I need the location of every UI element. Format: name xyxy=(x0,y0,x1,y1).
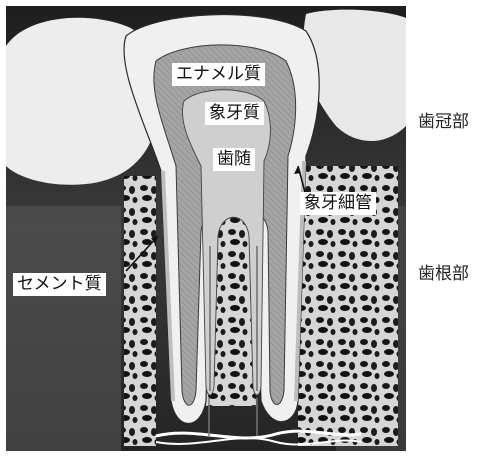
gum-left xyxy=(6,206,121,451)
root-region-label: 歯根部 xyxy=(418,264,469,284)
dentin-label: 象牙質 xyxy=(205,102,264,125)
cementum-label: セメント質 xyxy=(13,273,106,296)
enamel-label: エナメル質 xyxy=(172,63,265,86)
crown-region-label: 歯冠部 xyxy=(418,112,469,132)
dentinal-tubules-label: 象牙細管 xyxy=(300,192,376,215)
alveolar-bone-left xyxy=(124,176,156,446)
pulp-label: 歯随 xyxy=(213,148,255,171)
